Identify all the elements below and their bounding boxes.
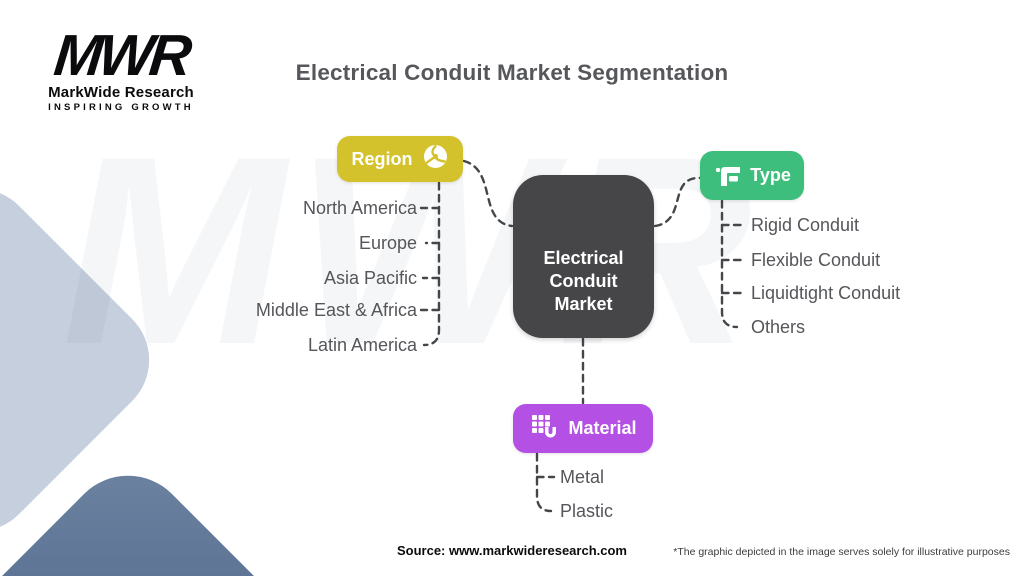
region-item-latin-america: Latin America <box>307 335 417 355</box>
central-market-node[interactable]: Electrical Conduit Market <box>513 175 654 338</box>
material-item-plastic: Plastic <box>560 501 614 521</box>
region-item-north-america: North America <box>302 198 417 218</box>
type-item-flexible-conduit: Flexible Conduit <box>751 250 881 270</box>
type-badge[interactable]: Type <box>700 151 804 200</box>
central-node-label-line3: Market <box>554 294 613 314</box>
central-node-label-line1: Electrical <box>543 248 624 268</box>
material-item-metal: Metal <box>560 467 605 487</box>
central-node-label-line2: Conduit <box>549 271 618 291</box>
material-grid-magnet-icon <box>529 411 559 446</box>
region-badge-label: Region <box>351 148 413 169</box>
type-item-rigid-conduit: Rigid Conduit <box>751 215 860 235</box>
source-text: Source: www.markwideresearch.com <box>396 543 627 558</box>
region-badge[interactable]: Region <box>337 136 463 182</box>
material-badge-label: Material <box>568 418 637 438</box>
page-title: Electrical Conduit Market Segmentation <box>295 60 729 85</box>
type-badge-label: Type <box>750 165 791 185</box>
type-item-liquidtight-conduit: Liquidtight Conduit <box>751 283 901 303</box>
region-item-asia-pacific: Asia Pacific <box>323 268 417 288</box>
region-item-middle-east-africa: Middle East & Africa <box>255 300 417 320</box>
globe-icon <box>422 143 449 175</box>
material-badge[interactable]: Material <box>513 404 653 453</box>
disclaimer-text: *The graphic depicted in the image serve… <box>673 546 1010 558</box>
logo-tagline: INSPIRING GROWTH <box>48 102 194 113</box>
logo-company-name: MarkWide Research <box>48 84 194 101</box>
markwide-logo: MWR MarkWide Research INSPIRING GROWTH <box>36 23 206 113</box>
conduit-elbow-icon <box>713 159 741 192</box>
type-item-others: Others <box>751 317 806 337</box>
region-item-europe: Europe <box>358 233 417 253</box>
